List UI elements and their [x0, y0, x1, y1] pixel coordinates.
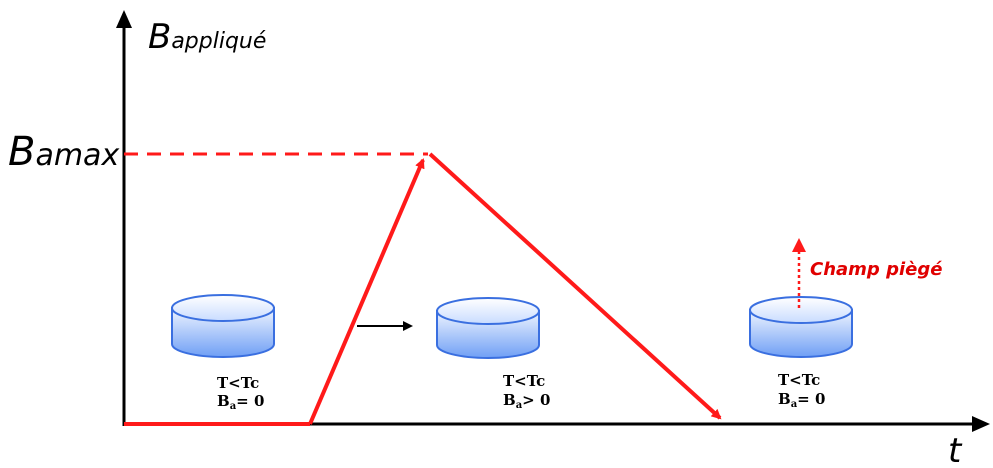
y-axis-title: Bappliqué	[148, 17, 266, 57]
trapped-field-label: Champ piègé	[810, 259, 942, 280]
superconductor-disk-3	[749, 296, 853, 358]
x-axis-arrowhead	[972, 416, 990, 432]
stage-2-labels: T<Tc Ba> 0	[503, 372, 550, 411]
applied-field-profile	[124, 152, 722, 426]
profile-ramp-up	[308, 158, 425, 425]
stage-1-temperature: T<Tc	[217, 374, 259, 392]
disk-3-top	[749, 296, 853, 324]
axes	[116, 10, 990, 432]
stage-2-field: Ba> 0	[503, 391, 550, 411]
superconductor-disk-2	[436, 297, 540, 359]
x-axis-title: t	[948, 431, 963, 468]
trapped-field-arrowhead	[792, 238, 806, 252]
stage-3-labels: T<Tc Ba= 0	[778, 371, 825, 410]
stage-2-temperature: T<Tc	[503, 372, 545, 390]
stage-1-field: Ba= 0	[217, 392, 264, 412]
y-axis-arrowhead	[116, 10, 132, 28]
stage-3-temperature: T<Tc	[778, 371, 820, 389]
disk-1-top	[171, 294, 275, 322]
profile-ramp-down	[428, 152, 722, 420]
disk-2-top	[436, 297, 540, 325]
stage-3-field: Ba= 0	[778, 390, 825, 410]
bmax-label: Bamax	[8, 129, 119, 175]
stage-1-labels: T<Tc Ba= 0	[217, 374, 264, 412]
superconductor-disk-1	[171, 294, 275, 358]
